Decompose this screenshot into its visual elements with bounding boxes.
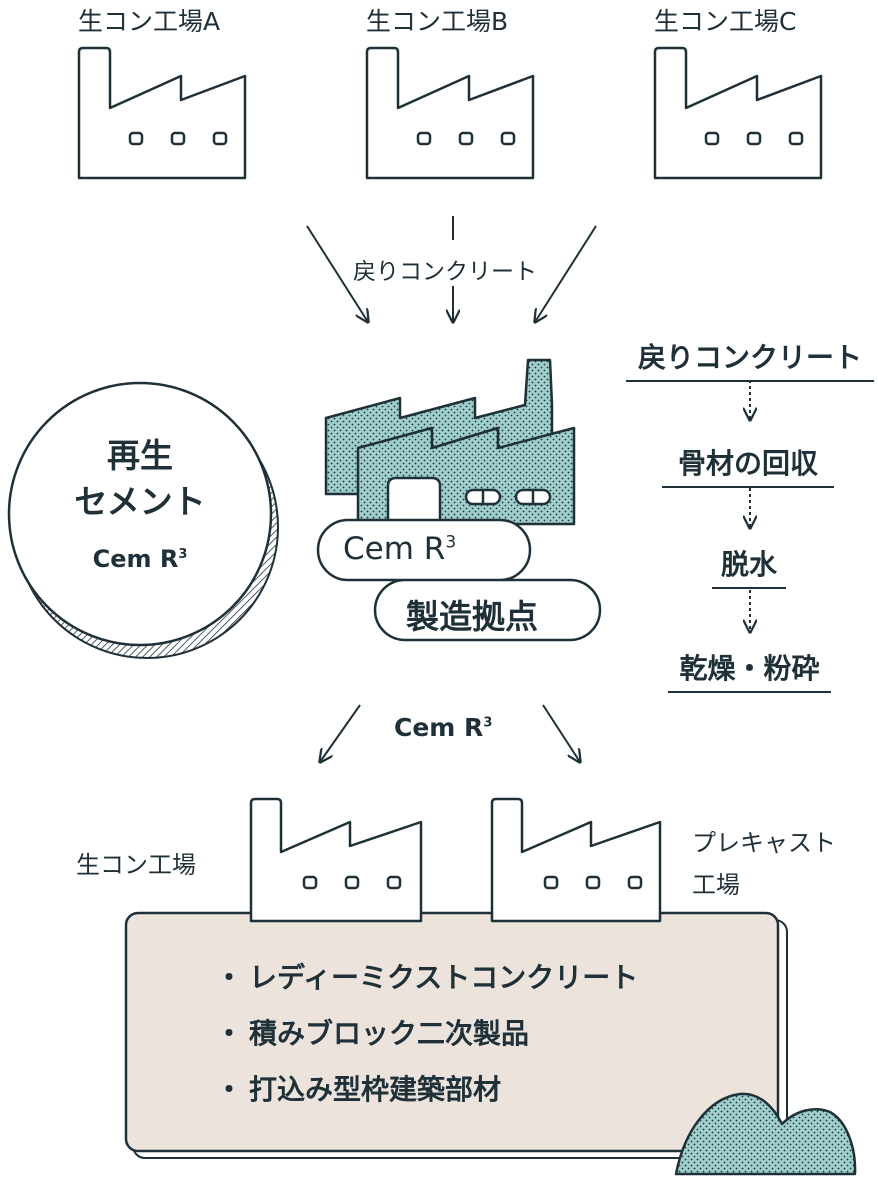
precast-factory-label-line2: 工場 xyxy=(692,871,740,899)
plant-product-text: Cem R xyxy=(343,531,446,567)
product-item-blocks: 積みブロック二次製品 xyxy=(215,1014,638,1070)
output-product-name: Cem R3 xyxy=(394,713,492,742)
diverging-arrows xyxy=(320,704,580,762)
output-product-superscript: 3 xyxy=(483,715,493,731)
plant-building-icon xyxy=(324,358,576,526)
precast-factory-label-line1: プレキャスト xyxy=(692,829,836,857)
factory-label-a: 生コン工場A xyxy=(78,7,221,36)
plant-product-name: Cem R3 xyxy=(343,531,456,567)
process-step-dehydration: 脱水 xyxy=(712,543,786,589)
product-item-formwork: 打込み型枠建築部材 xyxy=(215,1070,638,1126)
factory-icon-a xyxy=(77,46,247,180)
circle-title-line2: セメント xyxy=(74,482,206,521)
factory-icon-c xyxy=(653,46,823,180)
product-item-ready-mixed: レディーミクストコンクリート xyxy=(215,958,638,1014)
circle-title-line1: 再生 xyxy=(107,436,173,475)
returned-concrete-label: 戻りコンクリート xyxy=(353,259,537,285)
plant-product-superscript: 3 xyxy=(445,532,457,553)
circle-product-superscript: 3 xyxy=(178,547,188,562)
factory-label-b: 生コン工場B xyxy=(366,7,509,36)
plant-label: 製造拠点 xyxy=(406,597,538,636)
factory-icon-b xyxy=(365,46,535,180)
precast-factory-icon xyxy=(490,797,662,923)
process-step-aggregate-recovery: 骨材の回収 xyxy=(662,442,834,488)
ready-mix-factory-icon xyxy=(249,797,423,923)
recycled-cement-circle xyxy=(7,381,279,659)
plant-label-bubble xyxy=(316,518,602,642)
circle-product-text: Cem R xyxy=(92,545,179,573)
process-step-drying-crushing: 乾燥・粉砕 xyxy=(668,647,831,693)
aggregate-pile-icon xyxy=(674,1092,857,1176)
circle-product-name: Cem R3 xyxy=(20,545,260,573)
process-step-returned-concrete: 戻りコンクリート xyxy=(626,336,874,382)
converging-arrows xyxy=(306,216,597,322)
ready-mix-factory-label: 生コン工場 xyxy=(76,851,196,879)
product-list: レディーミクストコンクリート 積みブロック二次製品 打込み型枠建築部材 xyxy=(215,958,638,1126)
output-product-text: Cem R xyxy=(394,713,484,742)
factory-label-c: 生コン工場C xyxy=(654,7,797,36)
